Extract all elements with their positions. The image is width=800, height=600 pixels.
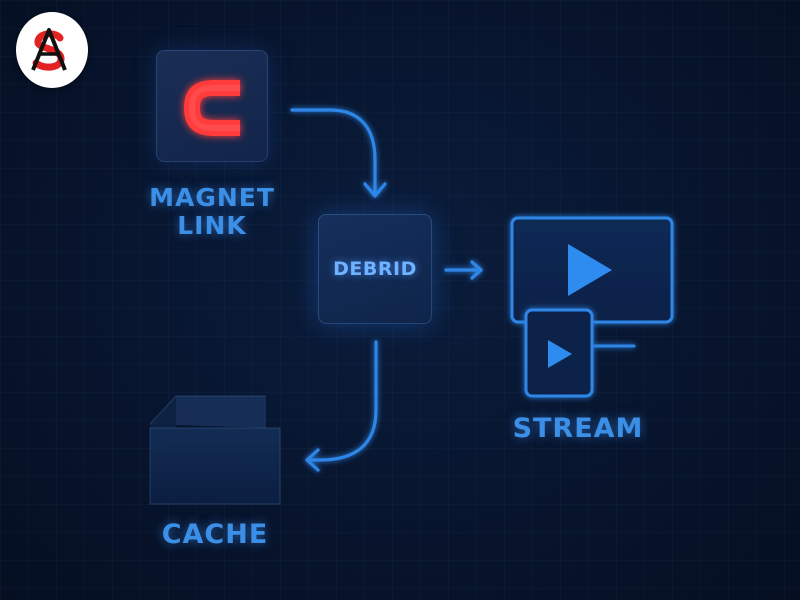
mobile-play-icon (524, 308, 594, 398)
magnet-link-label: MAGNET LINK (140, 184, 284, 240)
magnet-link-node (156, 50, 268, 162)
debrid-node: DEBRID (318, 214, 432, 324)
magnet-label-line1: MAGNET (149, 183, 275, 212)
s-a-monogram-icon (31, 28, 67, 71)
arrow-debrid-to-cache (305, 340, 378, 472)
debrid-label: DEBRID (333, 258, 417, 280)
magnet-label-line2: LINK (177, 211, 247, 240)
stream-label: STREAM (512, 413, 644, 444)
cube-icon (149, 395, 281, 505)
magnet-icon (183, 80, 240, 136)
brand-logo (16, 12, 88, 88)
arrow-debrid-to-stream (444, 260, 483, 280)
cache-label: CACHE (161, 519, 269, 550)
monitor-play-icon (510, 216, 674, 348)
arrow-magnet-to-debrid (290, 108, 387, 198)
